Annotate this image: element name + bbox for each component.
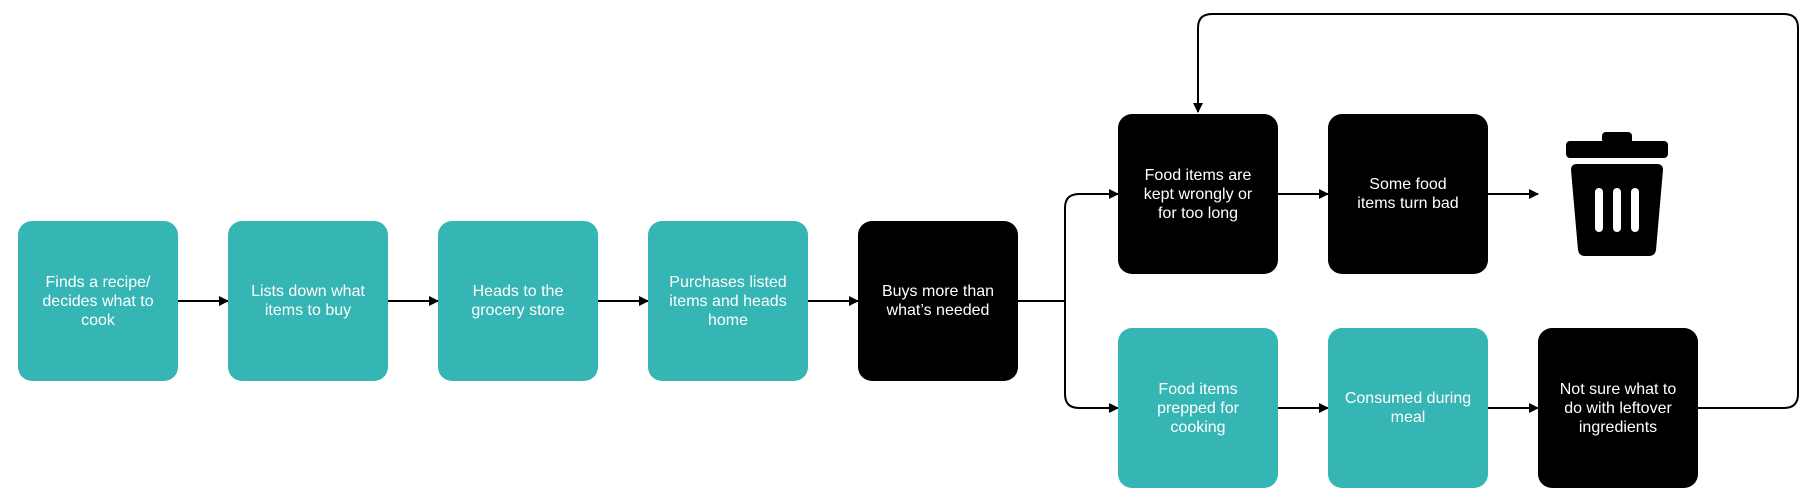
node-label: Heads to the grocery store: [471, 283, 565, 319]
node-list-items: Lists down what items to buy: [228, 221, 388, 381]
arrow-split-to-kept: [1064, 189, 1119, 301]
node-leftovers: Not sure what to do with leftover ingred…: [1538, 328, 1698, 488]
node-find-recipe: Finds a recipe/ decides what to cook: [18, 221, 178, 381]
node-label: Lists down what items to buy: [251, 283, 365, 319]
node-label: Purchases listed items and heads home: [669, 273, 787, 329]
node-kept-wrongly: Food items are kept wrongly or for too l…: [1118, 114, 1278, 274]
node-consumed: Consumed during meal: [1328, 328, 1488, 488]
node-label: Some food items turn bad: [1357, 176, 1459, 212]
node-buys-more: Buys more than what’s needed: [858, 221, 1018, 381]
node-purchase: Purchases listed items and heads home: [648, 221, 808, 381]
node-label: Food items are kept wrongly or for too l…: [1143, 166, 1253, 222]
arrow-split-to-prepped: [1064, 301, 1119, 413]
node-label: Consumed during meal: [1344, 390, 1472, 426]
arrow-leftovers-loop-to-kept: [1193, 13, 1799, 409]
node-label: Buys more than what’s needed: [881, 283, 995, 319]
node-grocery-store: Heads to the grocery store: [438, 221, 598, 381]
node-label: Food items prepped for cooking: [1157, 380, 1239, 436]
node-label: Finds a recipe/ decides what to cook: [42, 273, 154, 329]
node-turn-bad: Some food items turn bad: [1328, 114, 1488, 274]
node-prepped: Food items prepped for cooking: [1118, 328, 1278, 488]
node-label: Not sure what to do with leftover ingred…: [1559, 380, 1677, 436]
trash-can-icon: [1566, 132, 1668, 256]
